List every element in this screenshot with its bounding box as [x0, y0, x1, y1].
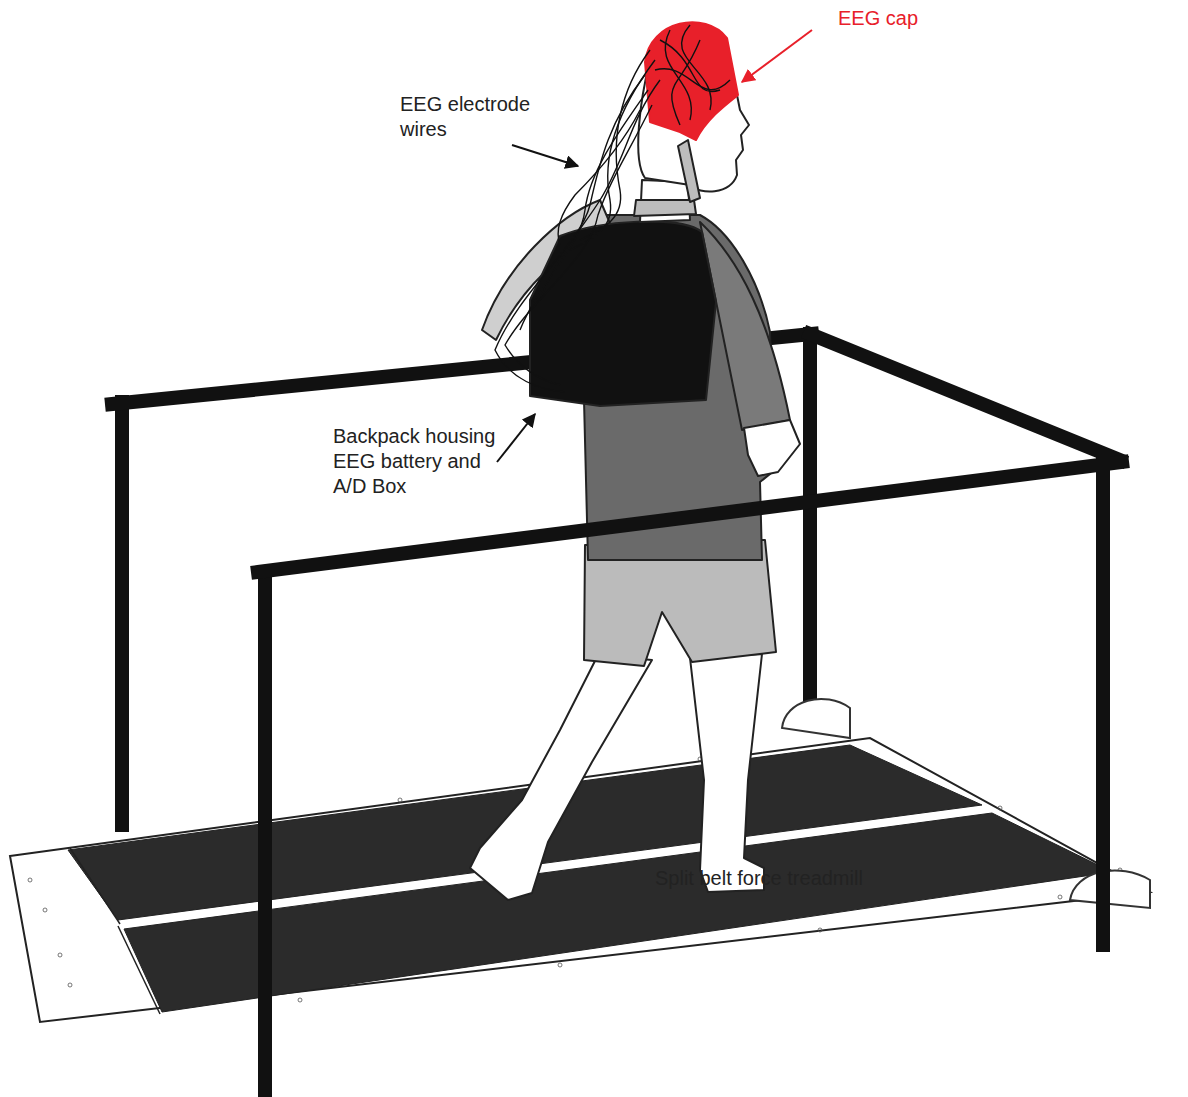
walking-person: [470, 22, 800, 900]
electrode-wires: [495, 25, 730, 392]
part-label: Backpack housing EEG battery and A/D Box: [333, 424, 503, 499]
part-label: Split belt force treadmill: [655, 866, 985, 891]
frame-front: [258, 462, 1122, 1097]
part-label: EEG electrode wires: [400, 92, 550, 142]
part-label: EEG cap: [838, 6, 1038, 31]
leader-arrows: [497, 30, 812, 462]
